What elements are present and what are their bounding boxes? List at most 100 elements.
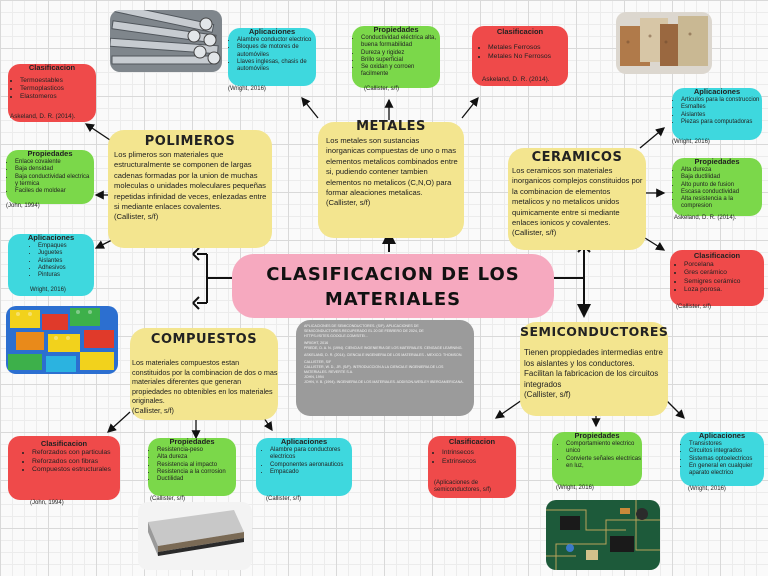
compuestos-text: Los materiales compuestos estan constitu… — [132, 358, 278, 415]
semiconductores-title: SEMICONDUCTORES — [520, 324, 669, 339]
polimeros-box: POLIMEROS Los plimeros son materiales qu… — [108, 130, 272, 248]
list-item: Metales No Ferrosos — [488, 52, 568, 61]
list-item: Comportamiento electrico unico — [566, 441, 642, 455]
ceramicos-propiedades-list: Alta dureza Baja ductilidad Alto punto d… — [672, 167, 762, 210]
reference-item: JOHN, V. B. (1994). INGENIERIA DE LOS MA… — [304, 380, 464, 384]
list-item: Se oxidan y corroen facilmente — [361, 64, 440, 78]
semiconductores-aplicaciones-title: Aplicaciones — [698, 431, 746, 440]
list-item: Alambre conductor electrico — [237, 37, 316, 44]
reference-item: PRIEDE, D. A. N. (1994). CIENCIA E INGEN… — [304, 346, 463, 350]
reference-item: WRIGHT, 2016 — [304, 341, 329, 345]
ceramicos-clasificacion-title: Clasificacion — [693, 251, 741, 260]
semiconductores-propiedades-title: Propiedades — [574, 431, 620, 440]
compuestos-propiedades-box: Propiedades Resistencia-peso Alta dureza… — [148, 438, 236, 496]
list-item: Dureza y rigidez — [361, 50, 440, 57]
metales-title: METALES — [356, 119, 426, 134]
semiconductores-aplicaciones-cite: (Wright, 2016) — [688, 486, 726, 492]
list-item: Pinturas — [38, 272, 94, 279]
list-item: Resistencia a la corrosion — [157, 469, 236, 476]
polimeros-clasificacion-title: Clasificacion — [28, 63, 76, 72]
list-item: Aislantes — [681, 112, 762, 119]
polimeros-propiedades-cite: (John, 1994) — [6, 203, 40, 209]
list-item: Alta resistencia a la compresion — [681, 196, 762, 210]
list-item: Conductividad eléctrica alta, buena form… — [361, 35, 440, 49]
compuestos-clasificacion-title: Clasificacion — [40, 439, 88, 448]
list-item: Resistencia-peso — [157, 447, 236, 454]
list-item: Transistores — [689, 441, 764, 448]
compuestos-propiedades-cite: (Callister, s/f) — [150, 496, 186, 502]
ceramicos-propiedades-cite: Askeland, D. R. (2014). — [674, 215, 737, 221]
ceramicos-propiedades-title: Propiedades — [694, 157, 740, 166]
list-item: Juguetes — [38, 250, 94, 257]
ceramicos-cite: (Callister, s/f) — [512, 228, 557, 238]
metal-bars-image — [110, 10, 222, 72]
semiconductores-clasificacion-cite: (Aplicaciones de semiconductores, s/f) — [434, 480, 492, 493]
list-item: Reforzados con fibras — [32, 458, 120, 466]
compuestos-box: COMPUESTOS Los materiales compuestos est… — [130, 328, 278, 420]
semiconductores-clasificacion-list: Intrinsecos Extrinsecos — [428, 449, 516, 466]
polimeros-propiedades-list: Enlace covalente Baja densidad Baja cond… — [6, 159, 94, 195]
reference-item: APLICACIONES DE SEMICONDUCTORES. (S/F). … — [304, 324, 424, 338]
polimeros-cite: (Callister, s/f) — [114, 212, 159, 222]
list-item: Escasa conductividad — [681, 189, 762, 196]
list-item: Loza porosa. — [684, 286, 764, 294]
metales-clasificacion-box: Clasificacion Metales Ferrosos Metales N… — [472, 26, 568, 86]
compuestos-title: COMPUESTOS — [150, 332, 258, 347]
ceramicos-aplicaciones-title: Aplicaciones — [693, 87, 741, 96]
compuestos-aplicaciones-list: Alambre para conductores electricos Comp… — [256, 447, 352, 476]
polimeros-clasificacion-cite: Askeland, D. R. (2014). — [10, 112, 76, 120]
list-item: Semigres cerámico — [684, 278, 764, 286]
semiconductores-clasificacion-box: Clasificacion Intrinsecos Extrinsecos (A… — [428, 436, 516, 498]
list-item: Componentes aeronauticos — [270, 462, 352, 469]
list-item: Piezas para computadoras — [681, 119, 762, 126]
list-item: Brillo superficial — [361, 57, 440, 64]
ceramicos-title: CERAMICOS — [531, 150, 623, 165]
ceramicos-text: Los ceramicos son materiales inorganicos… — [512, 166, 643, 238]
ceramic-tiles-image — [616, 12, 712, 74]
compuestos-aplicaciones-box: Aplicaciones Alambre para conductores el… — [256, 438, 352, 496]
composite-panel-image — [138, 502, 252, 570]
ceramicos-clasificacion-box: Clasificacion Porcelana Gres cerámico Se… — [670, 250, 764, 306]
polimeros-text: Los plimeros son materiales que estructu… — [114, 150, 267, 222]
semiconductores-aplicaciones-list: Transistores Circuitos integrados Sistem… — [680, 441, 764, 477]
ceramicos-box: CERAMICOS Los ceramicos son materiales i… — [508, 148, 646, 250]
list-item: Empacado — [270, 469, 352, 476]
reference-item: ASKELAND, D. R. (2014). CIENCIA E INGENI… — [304, 353, 463, 357]
reference-item: CALLISTER, W. D., JR. (S/F). INTRODUCCIO… — [304, 365, 444, 374]
list-item: Sistemas optoelectricos — [689, 456, 764, 463]
list-item: Llaves inglesas, chasis de automóviles — [237, 59, 316, 73]
metales-text: Los metales son sustancias inorganicas c… — [326, 136, 458, 208]
semiconductores-clasificacion-title: Clasificacion — [448, 437, 496, 446]
semiconductores-cite: (Callister, s/f) — [524, 390, 571, 400]
semiconductores-text: Tienen proppiedades intermedias entre lo… — [524, 348, 663, 400]
references-box: APLICACIONES DE SEMICONDUCTORES. (S/F). … — [296, 320, 474, 416]
ceramicos-propiedades-box: Propiedades Alta dureza Baja ductilidad … — [672, 158, 762, 216]
metales-clasificacion-cite: Askeland, D. R. (2014). — [482, 75, 550, 83]
metales-aplicaciones-title: Aplicaciones — [248, 27, 296, 36]
list-item: Baja densidad — [15, 166, 94, 173]
semiconductores-box: SEMICONDUCTORES Tienen proppiedades inte… — [520, 322, 668, 416]
metales-cite: (Callister, s/f) — [326, 198, 371, 208]
ceramicos-aplicaciones-cite: (Wright, 2016) — [672, 139, 710, 145]
semiconductores-aplicaciones-box: Aplicaciones Transistores Circuitos inte… — [680, 432, 764, 486]
list-item: Termoplasticos — [20, 85, 96, 93]
list-item: En general en cualquier aparato electric… — [689, 463, 764, 477]
compuestos-clasificacion-cite: (John, 1994) — [30, 500, 64, 506]
polimeros-clasificacion-list: Termoestables Termoplasticos Elastomeros — [8, 77, 96, 101]
compuestos-propiedades-list: Resistencia-peso Alta dureza Resistencia… — [148, 447, 236, 483]
ceramicos-clasificacion-list: Porcelana Gres cerámico Semigres cerámic… — [670, 261, 764, 294]
list-item: Intrinsecos — [442, 449, 516, 457]
semiconductores-propiedades-cite: (Wright, 2016) — [556, 485, 594, 491]
compuestos-aplicaciones-title: Aplicaciones — [280, 437, 328, 446]
compuestos-clasificacion-box: Clasificacion Reforzados con particulas … — [8, 436, 120, 500]
ceramicos-aplicaciones-list: Articulos para la construccion Esmaltes … — [672, 97, 762, 126]
metales-propiedades-box: Propiedades Conductividad eléctrica alta… — [352, 26, 440, 88]
metales-clasificacion-list: Metales Ferrosos Metales No Ferrosos — [472, 43, 568, 61]
list-item: Porcelana — [684, 261, 764, 269]
list-item: Ductilidad — [157, 476, 236, 483]
list-item: Alambre para conductores electricos — [270, 447, 352, 461]
list-item: Resistencia al impacto — [157, 462, 236, 469]
compuestos-propiedades-title: Propiedades — [169, 437, 215, 446]
list-item: Elastomeros — [20, 93, 96, 101]
